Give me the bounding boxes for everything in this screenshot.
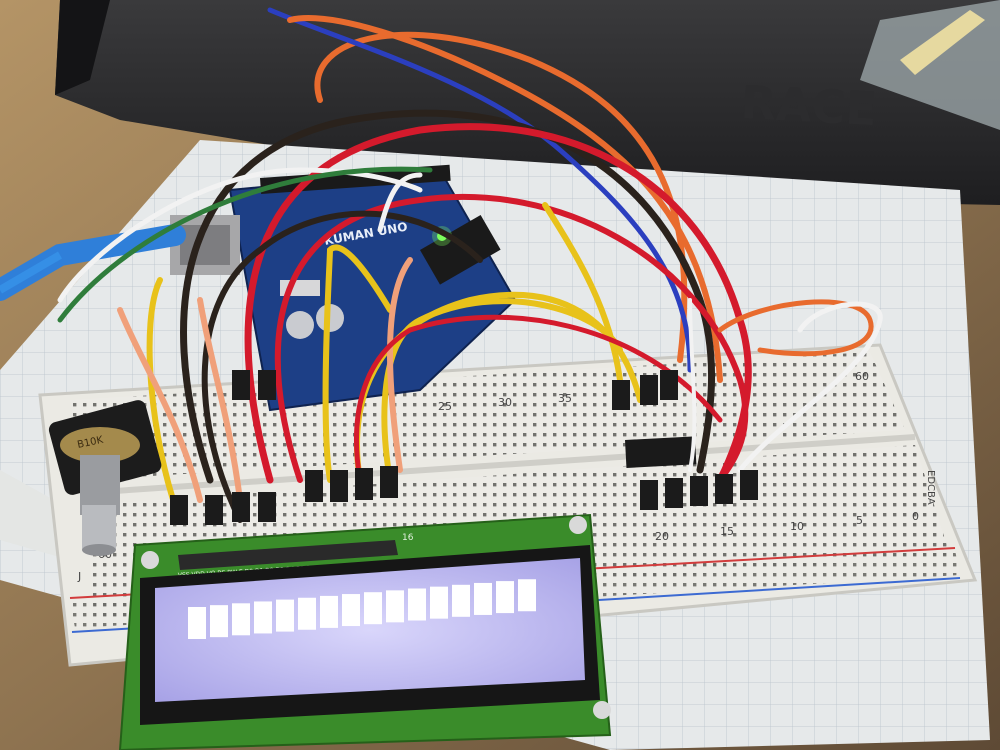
lcd-pin-count: 16 xyxy=(402,533,414,543)
lcd-character-block xyxy=(430,586,448,619)
lcd-character-block xyxy=(276,599,294,632)
potentiometer-label: B10K xyxy=(76,435,104,451)
bb-num-30: 30 xyxy=(498,396,512,409)
lcd-character-block xyxy=(254,601,272,634)
lcd-character-block xyxy=(496,581,514,614)
bb-num-15: 15 xyxy=(720,525,734,538)
lcd-character-block xyxy=(408,588,426,621)
lcd-character-block xyxy=(474,582,492,615)
lcd-module: VSS VDD VO RS RW E D0 D1 D2 D3 D4 D5 D6 … xyxy=(118,513,612,750)
lcd-character-row xyxy=(188,579,536,639)
lcd-character-block xyxy=(188,607,206,639)
keyboard: RACE xyxy=(55,0,1000,205)
lcd-character-block xyxy=(298,597,316,630)
bb-letter-left: J xyxy=(77,570,81,583)
lcd-character-block xyxy=(364,592,382,625)
bb-num-10: 10 xyxy=(790,520,804,533)
lcd-character-block xyxy=(452,584,470,617)
bb-num-5: 5 xyxy=(856,514,863,527)
lcd-character-block xyxy=(232,603,250,636)
jumper-wires xyxy=(57,7,883,523)
bb-num-35: 35 xyxy=(558,392,572,405)
bb-letters-right: EDCBA xyxy=(925,470,936,505)
lcd-character-block xyxy=(386,590,404,623)
bb-num-60a: 60 xyxy=(855,370,869,383)
bb-num-20: 20 xyxy=(655,530,669,543)
bb-num-0: 0 xyxy=(912,510,919,523)
potentiometer: B10K xyxy=(48,400,162,556)
ic-chip xyxy=(625,436,697,468)
bb-num-25: 25 xyxy=(438,400,452,413)
lcd-character-block xyxy=(342,594,360,627)
wire-connectors xyxy=(170,370,758,525)
lcd-character-block xyxy=(210,605,228,638)
keyboard-brand-text: RACE xyxy=(739,75,878,136)
lcd-character-block xyxy=(518,579,536,612)
lcd-character-block xyxy=(320,595,338,628)
